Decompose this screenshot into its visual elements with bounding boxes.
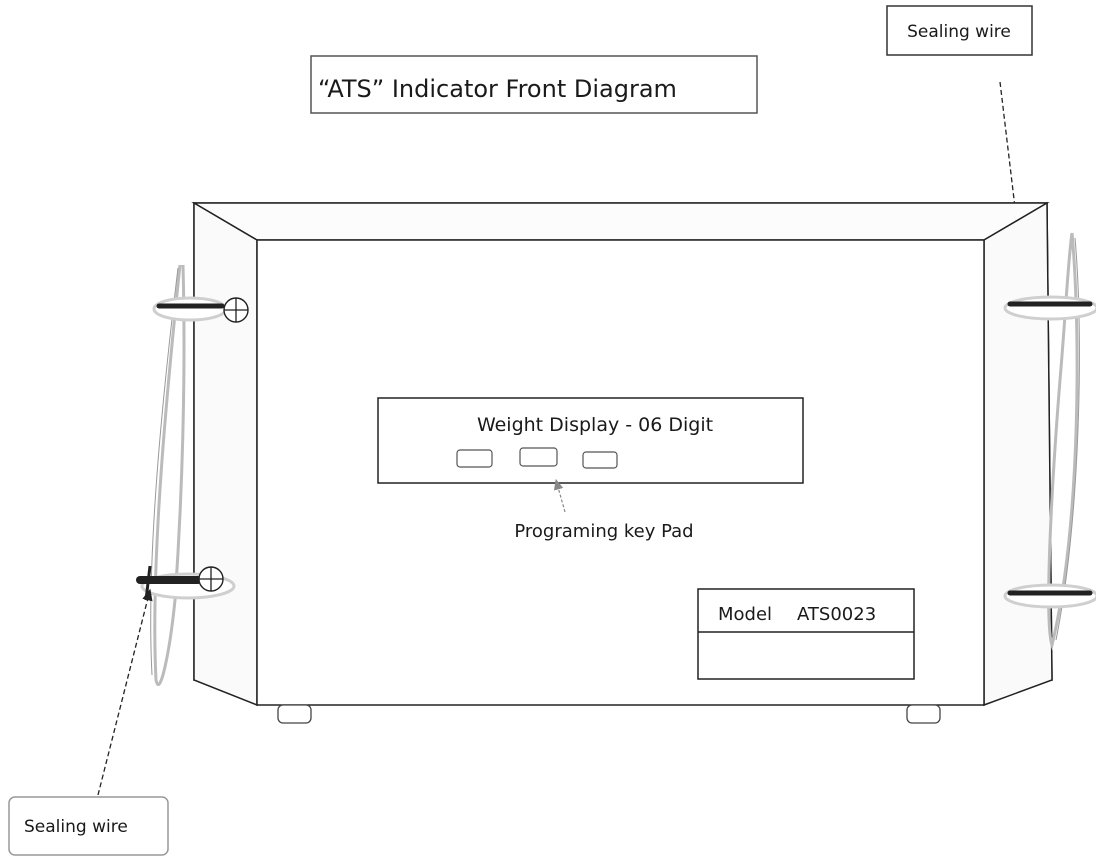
foot-right (906, 704, 941, 724)
screw-bottom-left-icon (198, 566, 224, 592)
sealing-wire-left (150, 264, 186, 686)
key-button-2 (519, 447, 558, 467)
weight-display: Weight Display - 06 Digit (377, 397, 804, 484)
weight-display-label: Weight Display - 06 Digit (477, 414, 713, 436)
model-label: Model (718, 604, 772, 625)
indicator-feet (277, 704, 941, 724)
key-button-1 (456, 449, 493, 468)
seal-bottom-right (1003, 583, 1096, 609)
keypad-arrow (553, 478, 566, 513)
seal-top-right (1003, 295, 1096, 321)
model-plate: Model ATS0023 (697, 588, 915, 680)
sealing-wire-callout-bottom: Sealing wire (8, 796, 169, 856)
foot-left (277, 704, 312, 724)
screw-top-left-icon (223, 297, 249, 323)
sealing-wire-arrow-bottom (97, 588, 153, 796)
keypad-label: Programing key Pad (514, 521, 693, 542)
sealing-wire-callout-bottom-text: Sealing wire (24, 817, 128, 837)
diagram-title-text: “ATS” Indicator Front Diagram (318, 75, 677, 103)
model-number: ATS0023 (797, 604, 876, 625)
diagram-title: “ATS” Indicator Front Diagram (310, 55, 758, 114)
seal-top-left (152, 296, 249, 323)
sealing-wire-callout-top: Sealing wire (886, 5, 1033, 56)
sealing-wire-callout-top-text: Sealing wire (907, 22, 1011, 42)
key-button-3 (582, 451, 618, 469)
seal-bottom-left (136, 565, 236, 601)
sealing-wire-right (1047, 232, 1080, 651)
